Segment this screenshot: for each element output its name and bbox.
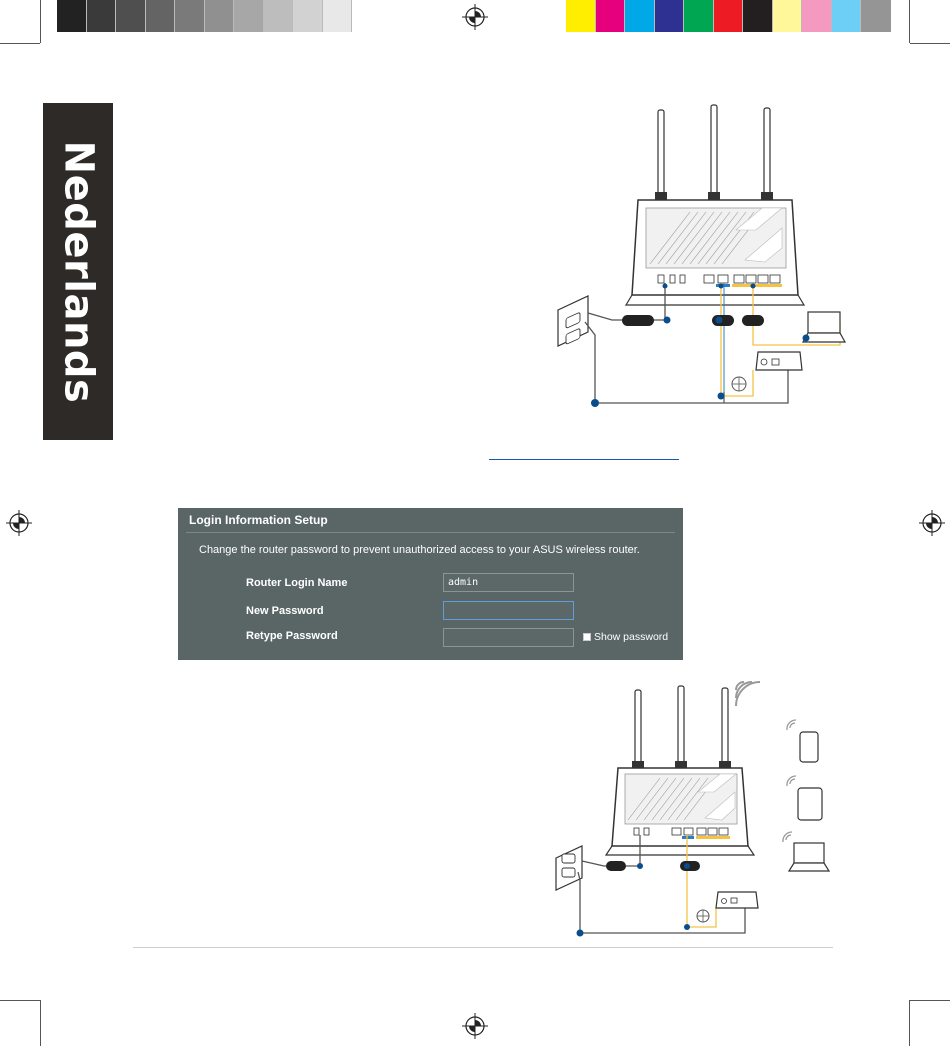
- crop-mark: [910, 1000, 950, 1001]
- gray-swatch: [323, 0, 353, 32]
- footer-divider: [133, 947, 833, 948]
- router-login-name-input[interactable]: [443, 573, 574, 592]
- color-swatch: [714, 0, 744, 32]
- panel-title: Login Information Setup: [189, 513, 328, 527]
- show-password-checkbox[interactable]: [583, 633, 591, 641]
- color-bar: [566, 0, 891, 32]
- crop-mark: [909, 1000, 910, 1046]
- gray-swatch: [116, 0, 146, 32]
- router-icon: [606, 686, 754, 855]
- smartphone-icon: [787, 720, 818, 762]
- gray-swatch: [293, 0, 323, 32]
- gray-swatch: [264, 0, 294, 32]
- wall-outlet-icon: [556, 846, 582, 890]
- color-swatch: [861, 0, 891, 32]
- color-swatch: [655, 0, 685, 32]
- wall-outlet-icon: [558, 296, 588, 346]
- color-swatch: [566, 0, 596, 32]
- grayscale-bar: [57, 0, 382, 32]
- panel-description: Change the router password to prevent un…: [199, 544, 640, 556]
- color-swatch: [802, 0, 832, 32]
- new-password-input[interactable]: [443, 601, 574, 620]
- color-swatch: [684, 0, 714, 32]
- router-icon: [626, 105, 804, 305]
- gray-swatch: [87, 0, 117, 32]
- gray-swatch: [146, 0, 176, 32]
- crop-mark: [40, 0, 41, 43]
- power-adapter-icon: [622, 315, 654, 326]
- gray-swatch: [175, 0, 205, 32]
- modem-icon: [716, 892, 758, 908]
- registration-mark-icon: [460, 2, 490, 32]
- url-underline[interactable]: [489, 459, 679, 460]
- registration-mark-icon: [4, 508, 34, 538]
- show-password-toggle[interactable]: Show password: [583, 631, 668, 643]
- retype-password-input[interactable]: [443, 628, 574, 647]
- crop-mark: [40, 1000, 41, 1046]
- router-login-name-label: Router Login Name: [246, 577, 347, 589]
- gray-swatch: [352, 0, 382, 32]
- color-swatch: [832, 0, 862, 32]
- color-swatch: [743, 0, 773, 32]
- language-tab-label: Nederlands: [55, 140, 101, 403]
- login-information-panel: Login Information Setup Change the route…: [178, 508, 683, 660]
- crop-mark: [0, 1000, 40, 1001]
- language-tab: Nederlands: [43, 103, 113, 440]
- color-swatch: [625, 0, 655, 32]
- color-swatch: [596, 0, 626, 32]
- modem-icon: [756, 352, 802, 370]
- laptop-icon: [783, 832, 829, 871]
- gray-swatch: [234, 0, 264, 32]
- retype-password-label: Retype Password: [246, 630, 338, 642]
- registration-mark-icon: [460, 1011, 490, 1041]
- color-swatch: [773, 0, 803, 32]
- panel-divider: [186, 532, 675, 533]
- router-wireless-setup-diagram: [540, 668, 840, 940]
- power-adapter-icon: [606, 861, 626, 871]
- gray-swatch: [205, 0, 235, 32]
- show-password-label: Show password: [594, 631, 668, 643]
- new-password-label: New Password: [246, 605, 324, 617]
- crop-mark: [909, 0, 910, 43]
- router-wired-setup-diagram: [540, 100, 850, 415]
- crop-mark: [910, 43, 950, 44]
- crop-mark: [0, 43, 40, 44]
- tablet-icon: [787, 776, 822, 820]
- registration-mark-icon: [917, 508, 947, 538]
- gray-swatch: [57, 0, 87, 32]
- wifi-signal-icon: [736, 682, 760, 706]
